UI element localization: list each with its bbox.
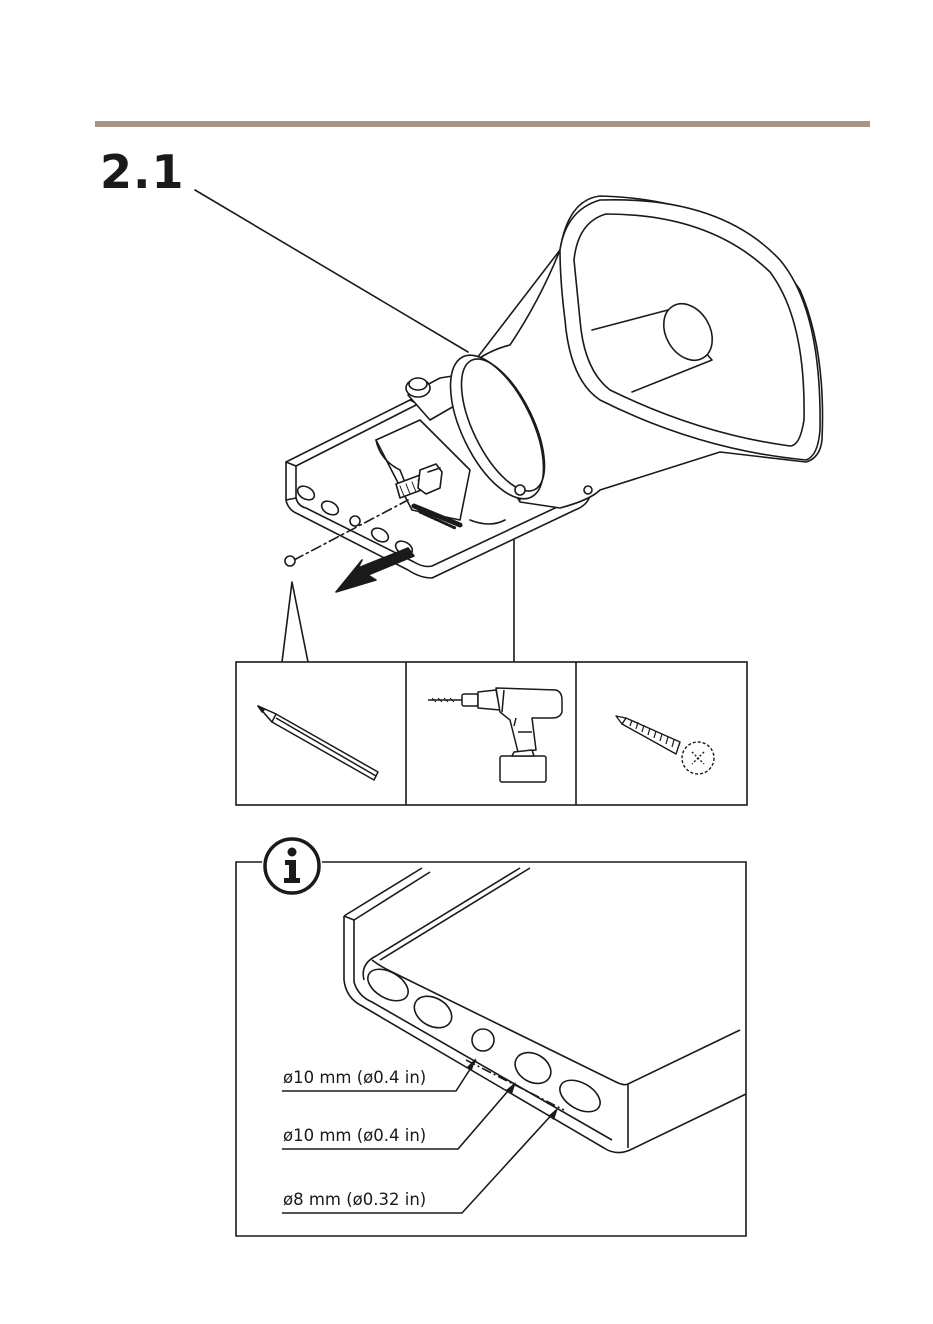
drill-icon xyxy=(406,662,576,805)
screw-icon xyxy=(576,662,747,805)
dimension-label: ø10 mm (ø0.4 in) xyxy=(283,1068,426,1087)
dimension-label: ø10 mm (ø0.4 in) xyxy=(283,1126,426,1145)
pencil-icon xyxy=(236,662,406,805)
callout-line-top xyxy=(195,190,468,352)
bracket-detail xyxy=(282,868,746,1213)
info-icon xyxy=(262,836,322,896)
leader-arrows xyxy=(466,1058,558,1120)
dimension-label: ø8 mm (ø0.32 in) xyxy=(283,1190,426,1209)
info-panel xyxy=(236,862,746,1236)
horn-body xyxy=(431,196,822,512)
